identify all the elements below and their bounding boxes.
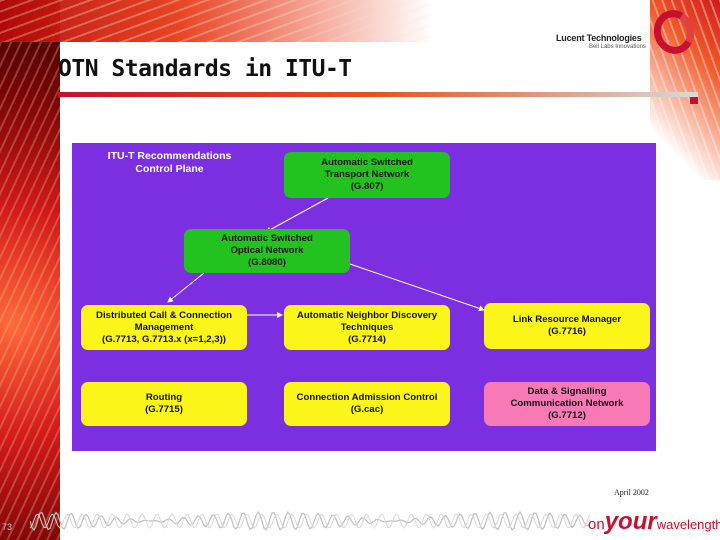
box-line: Link Resource Manager xyxy=(513,314,621,326)
control-plane-diagram: ITU-T Recommendations Control Plane Auto… xyxy=(72,143,656,451)
routing-box: Routing (G.7715) xyxy=(81,382,247,426)
on-your-wavelength-logo: onyourwavelength xyxy=(588,508,720,536)
ason-box: Automatic Switched Optical Network (G.80… xyxy=(184,229,350,273)
box-line: Distributed Call & Connection xyxy=(96,310,232,322)
box-line: Automatic Switched xyxy=(221,233,313,245)
box-line: Connection Admission Control xyxy=(297,392,438,404)
box-line: Routing xyxy=(146,392,182,404)
title-underline-end xyxy=(690,97,698,104)
logo-your: your xyxy=(605,508,657,535)
box-line: (G.7712) xyxy=(548,410,586,422)
box-line: Automatic Switched xyxy=(321,157,413,169)
box-line: Management xyxy=(135,322,194,334)
footer-date: April 2002 xyxy=(614,488,649,497)
box-line: Optical Network xyxy=(230,245,303,257)
box-line: (G.8080) xyxy=(248,257,286,269)
box-line: Data & Signalling xyxy=(528,386,607,398)
box-line: (G.7716) xyxy=(548,326,586,338)
logo-wavelength: wavelength xyxy=(657,517,720,532)
dccm-box: Distributed Call & Connection Management… xyxy=(81,305,247,350)
box-line: (G.7714) xyxy=(348,334,386,346)
dcn-box: Data & Signalling Communication Network … xyxy=(484,382,650,426)
lrm-box: Link Resource Manager (G.7716) xyxy=(484,303,650,349)
wave-decoration xyxy=(30,506,590,536)
lucent-logo: Lucent Technologies Bell Labs Innovation… xyxy=(556,33,646,50)
slide-title: OTN Standards in ITU-T xyxy=(58,56,352,82)
company-tagline: Bell Labs Innovations xyxy=(556,44,646,50)
andt-box: Automatic Neighbor Discovery Techniques … xyxy=(284,305,450,350)
box-line: Automatic Neighbor Discovery xyxy=(297,310,437,322)
arrow-astn-to-ason xyxy=(266,198,328,232)
arrow-ason-to-lrm xyxy=(350,264,484,310)
box-line: Communication Network xyxy=(510,398,623,410)
company-name: Lucent Technologies xyxy=(556,33,646,43)
logo-on: on xyxy=(588,516,605,533)
title-underline xyxy=(58,92,698,97)
box-line: (G.7715) xyxy=(145,404,183,416)
page-number: 73 xyxy=(2,522,12,532)
box-line: (G.807) xyxy=(351,181,384,193)
left-decoration xyxy=(0,0,60,540)
cac-box: Connection Admission Control (G.cac) xyxy=(284,382,450,426)
astn-box: Automatic Switched Transport Network (G.… xyxy=(284,152,450,198)
box-line: Techniques xyxy=(341,322,394,334)
arrow-ason-to-dccm xyxy=(168,273,204,302)
box-line: Transport Network xyxy=(325,169,410,181)
box-line: (G.cac) xyxy=(351,404,384,416)
box-line: (G.7713, G.7713.x (x=1,2,3)) xyxy=(102,334,226,346)
